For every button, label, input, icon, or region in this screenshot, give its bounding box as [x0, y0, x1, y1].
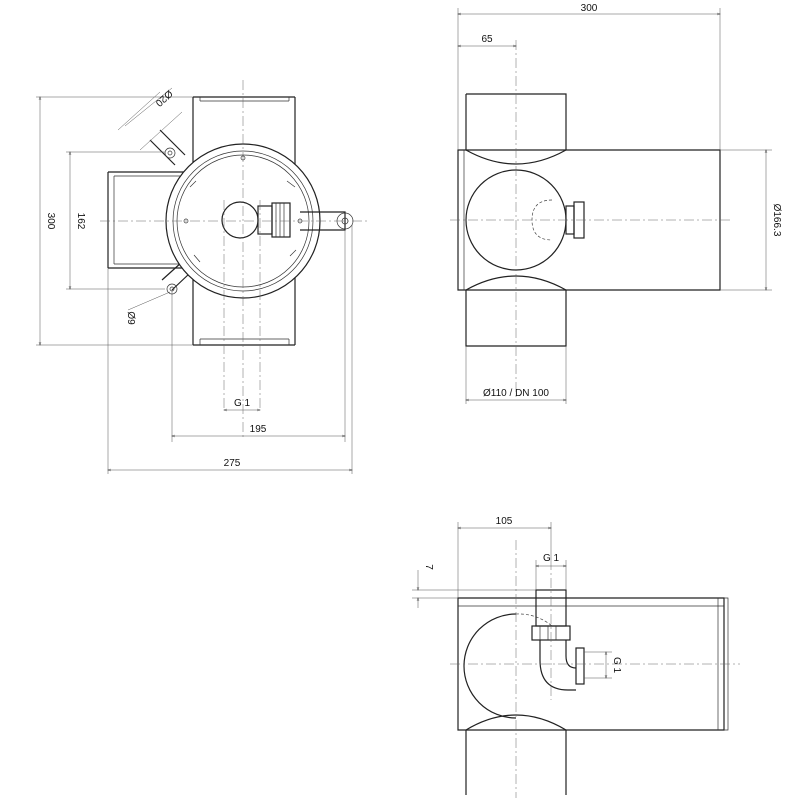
dim-hole-bottom: Ø9: [125, 311, 136, 325]
dim-front-105: 105: [496, 516, 513, 527]
dim-side-diameter: Ø166.3: [771, 204, 782, 237]
dim-hole-top: Ø20: [153, 87, 175, 108]
dim-front-thread-top: G 1: [543, 553, 560, 564]
dim-front-thread-side: G 1: [611, 657, 622, 674]
dim-side-width: 300: [581, 3, 598, 14]
dim-front-7: 7: [423, 564, 434, 570]
dim-side-offset: 65: [481, 34, 493, 45]
side-view: 300 65 Ø166.3 Ø110 / DN 100: [450, 3, 782, 404]
dim-inlet-height: 162: [75, 213, 86, 230]
top-view: 300 162 Ø20 Ø9 G 1 195 275: [36, 80, 370, 474]
dim-overall-height: 300: [45, 213, 56, 230]
dim-thread: G 1: [234, 398, 251, 409]
dim-195: 195: [250, 424, 267, 435]
front-view: 105 G 1 7 G 1: [412, 516, 740, 798]
dim-side-pipe: Ø110 / DN 100: [483, 388, 549, 399]
dim-275: 275: [224, 458, 241, 469]
